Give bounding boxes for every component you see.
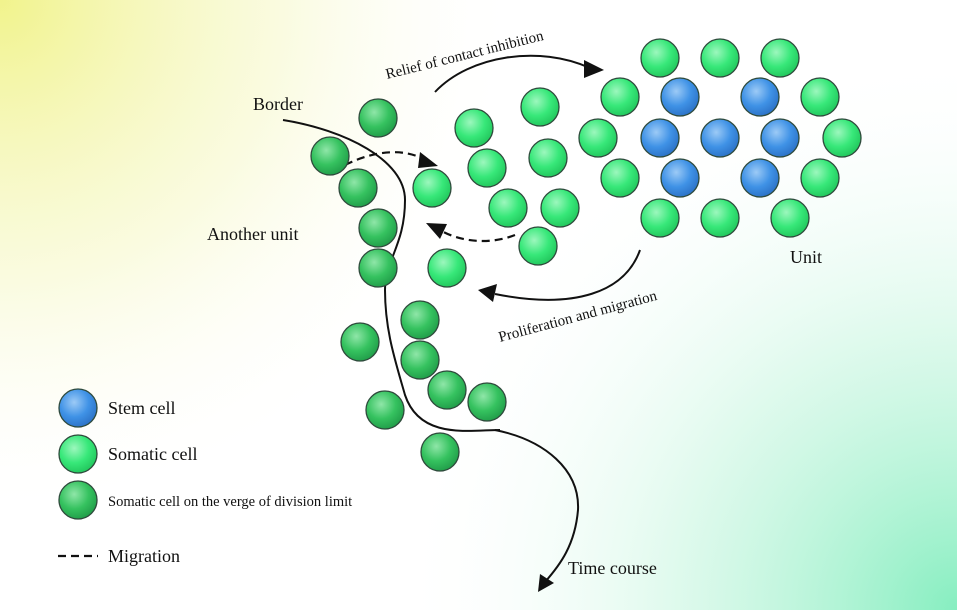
legend: Stem cell Somatic cell Somatic cell on t… [58,388,352,566]
verge-cell [340,322,380,362]
time-course-label: Time course [568,558,657,578]
verge-cell [358,248,398,288]
somatic-cell [600,158,640,198]
verge-cell [400,340,440,380]
cells-group [310,38,862,472]
stem-cell [660,158,700,198]
verge-cell [427,370,467,410]
border-line [282,119,501,432]
legend-stem-label: Stem cell [108,398,175,418]
somatic-cell [528,138,568,178]
somatic-cell [800,77,840,117]
relief-arrow [434,54,591,93]
somatic-cell [770,198,810,238]
verge-cell [365,390,405,430]
proliferation-arrowhead-icon [478,284,497,302]
proliferation-arrow [494,249,641,301]
stem-cell [740,158,780,198]
legend-verge-label: Somatic cell on the verge of division li… [108,494,352,510]
somatic-cell [540,188,580,228]
somatic-cell [600,77,640,117]
stem-cell [760,118,800,158]
somatic-cell [640,198,680,238]
verge-cell [358,98,398,138]
somatic-cell [822,118,862,158]
somatic-cell [578,118,618,158]
verge-cell [338,168,378,208]
migration-arrowhead-right-icon [418,152,438,168]
verge-cell [420,432,460,472]
time-course-arrowhead-icon [538,574,554,592]
somatic-cell [760,38,800,78]
somatic-cell [700,198,740,238]
somatic-cell [488,188,528,228]
relief-arrowhead-icon [584,60,604,78]
migration-arrow-right [344,151,426,166]
somatic-cell [800,158,840,198]
another-unit-label: Another unit [207,224,299,244]
verge-cell [310,136,350,176]
time-course-arrow [494,429,580,583]
legend-verge-swatch [58,480,98,520]
stem-cell [700,118,740,158]
somatic-cell [412,168,452,208]
stem-cell [660,77,700,117]
legend-somatic-swatch [58,434,98,474]
somatic-cell [454,108,494,148]
legend-somatic-label: Somatic cell [108,444,197,464]
verge-cell [358,208,398,248]
somatic-cell [467,148,507,188]
border-label: Border [253,94,303,114]
stem-cell [740,77,780,117]
unit-label: Unit [790,247,822,267]
somatic-cell [520,87,560,127]
migration-arrow-left [439,229,516,243]
legend-migration-label: Migration [108,546,180,566]
verge-cell [467,382,507,422]
verge-cell [400,300,440,340]
somatic-cell [518,226,558,266]
stem-cell [640,118,680,158]
somatic-cell [640,38,680,78]
somatic-cell [700,38,740,78]
somatic-cell [427,248,467,288]
migration-arrowhead-left-icon [426,223,447,239]
legend-stem-swatch [58,388,98,428]
